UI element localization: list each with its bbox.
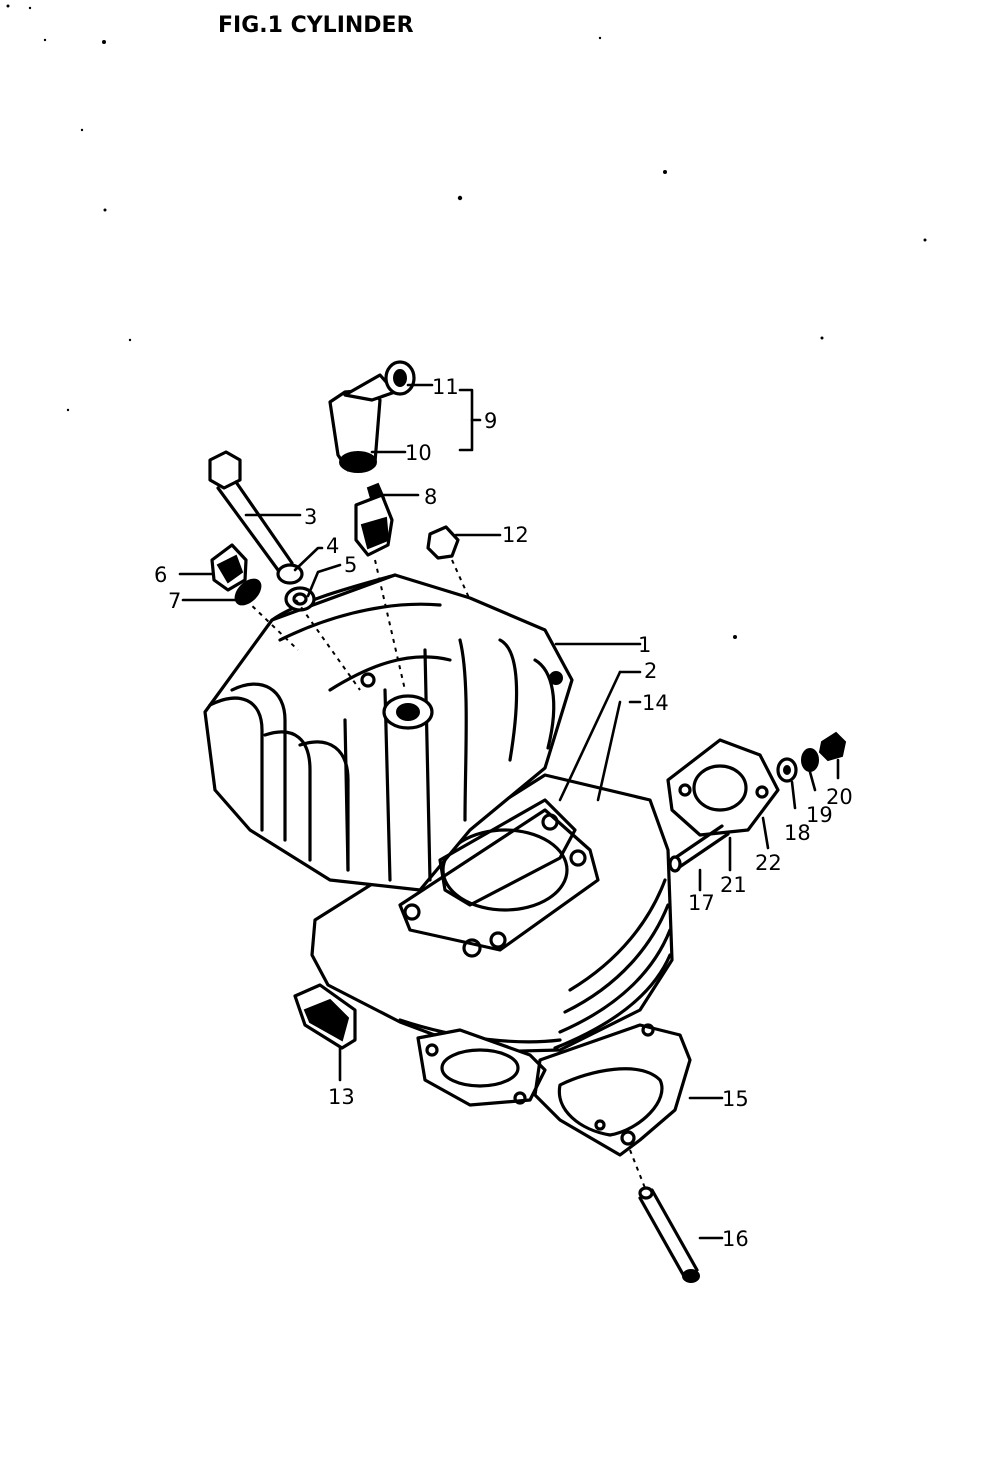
callout-14: 14 — [642, 691, 669, 715]
callout-19: 19 — [806, 803, 833, 827]
base-gasket — [533, 1023, 692, 1157]
cylinder-head — [203, 573, 574, 892]
o-ring-7 — [234, 578, 262, 606]
intake-flange — [666, 738, 780, 837]
callout-18: 18 — [784, 821, 811, 845]
scan-specks — [6, 4, 927, 639]
washer-5 — [284, 586, 316, 612]
callout-1: 1 — [638, 633, 651, 657]
plug-13 — [293, 983, 357, 1050]
cap-12 — [426, 525, 460, 560]
callout-9: 9 — [484, 409, 497, 433]
head-gasket — [438, 798, 577, 907]
callout-8: 8 — [424, 485, 437, 509]
callout-numbers: 1 2 3 4 5 6 7 8 9 10 11 12 13 14 15 16 1… — [154, 375, 853, 1251]
cap-seal-11-hole — [393, 369, 407, 387]
callout-16: 16 — [722, 1227, 749, 1251]
callout-22: 22 — [755, 851, 782, 875]
bolt-3 — [208, 450, 294, 572]
plug-cap-9 — [328, 373, 397, 473]
callout-21: 21 — [720, 873, 747, 897]
callout-15: 15 — [722, 1087, 749, 1111]
stud-17 — [668, 824, 730, 873]
callout-5: 5 — [344, 553, 357, 577]
callout-13: 13 — [328, 1085, 355, 1109]
cylinder-body — [310, 773, 674, 1107]
figure-title: FIG.1 CYLINDER — [218, 13, 414, 38]
callout-3: 3 — [304, 505, 317, 529]
callout-11: 11 — [432, 375, 459, 399]
lock-washer-19 — [801, 748, 819, 772]
callout-20: 20 — [826, 785, 853, 809]
callout-12: 12 — [502, 523, 529, 547]
leader-lines — [178, 383, 840, 1240]
callout-7: 7 — [168, 589, 181, 613]
callout-10: 10 — [405, 441, 432, 465]
washer-18-hole — [783, 765, 791, 775]
callout-2: 2 — [644, 659, 657, 683]
callout-17: 17 — [688, 891, 715, 915]
stud-16 — [638, 1186, 700, 1283]
cap-6 — [210, 543, 248, 592]
nut-20 — [818, 731, 847, 762]
washer-5-hole — [292, 592, 308, 606]
callout-6: 6 — [154, 563, 167, 587]
callout-4: 4 — [326, 534, 339, 558]
